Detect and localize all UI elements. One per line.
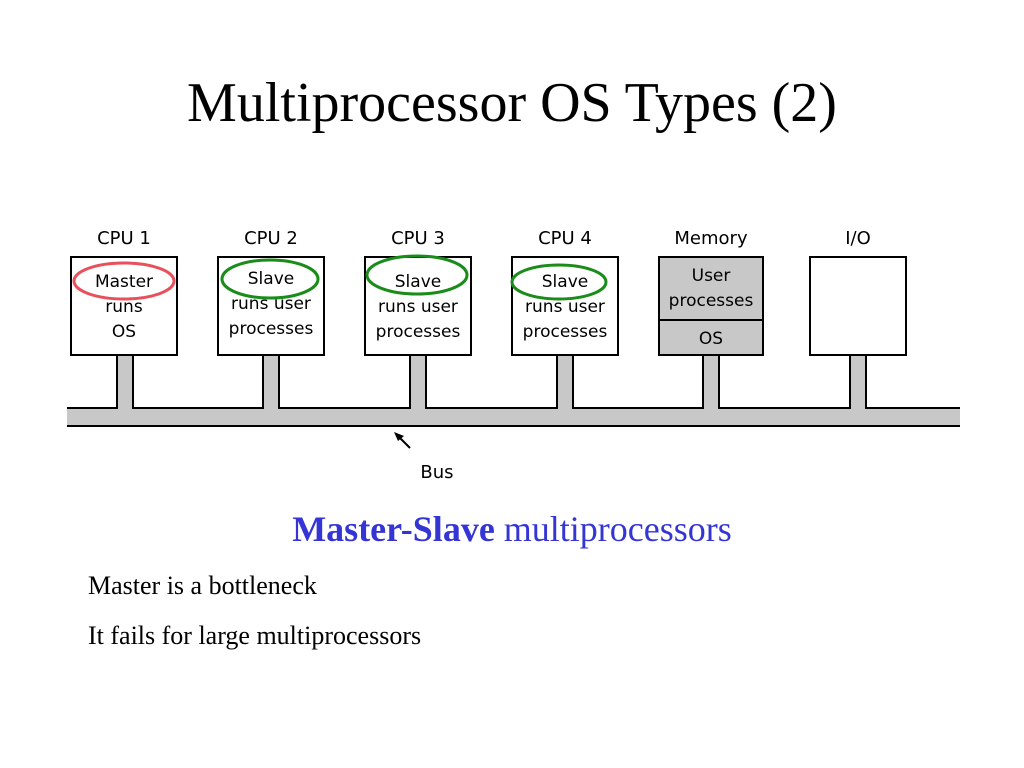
io-header: I/O bbox=[845, 228, 871, 249]
memory-box bbox=[658, 256, 764, 356]
cpu-2-line-3: processes bbox=[229, 319, 314, 339]
io-box bbox=[809, 256, 907, 356]
cpu-1-box bbox=[70, 256, 178, 356]
cpu-3-line-2: runs user bbox=[378, 297, 458, 317]
bus-connectors bbox=[116, 355, 867, 409]
slide-title: Multiprocessor OS Types (2) bbox=[187, 72, 837, 134]
memory-user-line-2: processes bbox=[669, 291, 754, 311]
cpu-1-line-3: OS bbox=[112, 322, 136, 342]
memory-header: Memory bbox=[674, 228, 748, 249]
cpu-3-line-3: processes bbox=[376, 322, 461, 342]
bullet-2: It fails for large multiprocessors bbox=[88, 621, 422, 650]
cpu-4-line-1: Slave bbox=[542, 272, 588, 292]
connector-cpu-4 bbox=[556, 355, 574, 409]
cpu-3-box bbox=[364, 256, 472, 356]
cpu-2-header: CPU 2 bbox=[244, 228, 298, 249]
master-highlight-circle bbox=[72, 261, 176, 301]
cpu-1-line-1: Master bbox=[95, 272, 153, 292]
cpu-2-box bbox=[217, 256, 325, 356]
cpu-4-line-2: runs user bbox=[525, 297, 605, 317]
bus-arrow-icon bbox=[394, 432, 411, 449]
connector-cpu-2 bbox=[262, 355, 280, 409]
connector-memory bbox=[702, 355, 720, 409]
cpu-4-line-3: processes bbox=[523, 322, 608, 342]
bus-label: Bus bbox=[420, 462, 453, 483]
slave-highlight-circle-cpu-3 bbox=[365, 254, 469, 296]
caption-rest: multiprocessors bbox=[494, 509, 732, 549]
cpu-4-header: CPU 4 bbox=[538, 228, 592, 249]
multiprocessor-diagram: CPU 1 CPU 2 CPU 3 CPU 4 Memory I/O Maste… bbox=[67, 228, 960, 483]
cpu-1-line-2: runs bbox=[105, 297, 143, 317]
cpu-2-line-1: Slave bbox=[248, 269, 294, 289]
connector-cpu-3 bbox=[409, 355, 427, 409]
diagram-caption: Master-Slave multiprocessors bbox=[0, 505, 1024, 553]
cpu-2-line-2: runs user bbox=[231, 294, 311, 314]
connector-io bbox=[849, 355, 867, 409]
slave-highlight-circle-cpu-4 bbox=[510, 263, 608, 301]
cpu-3-line-1: Slave bbox=[395, 272, 441, 292]
slave-highlight-circle-cpu-2 bbox=[220, 258, 320, 300]
system-bus bbox=[67, 407, 960, 427]
cpu-3-header: CPU 3 bbox=[391, 228, 445, 249]
cpu-1-header: CPU 1 bbox=[97, 228, 151, 249]
memory-user-line-1: User bbox=[692, 266, 731, 286]
memory-os-label: OS bbox=[699, 329, 723, 349]
bullet-1: Master is a bottleneck bbox=[88, 571, 317, 600]
caption-emphasis: Master-Slave bbox=[292, 509, 495, 549]
